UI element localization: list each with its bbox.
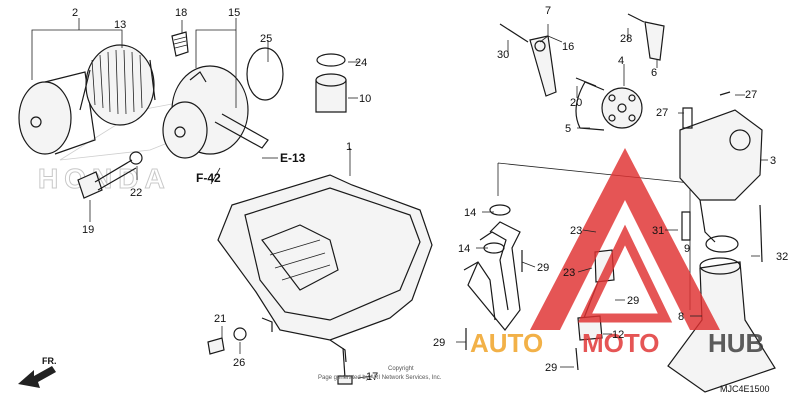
label-part-13: 13 — [114, 19, 126, 31]
label-part-6: 6 — [651, 67, 657, 79]
ref-f42: F-42 — [196, 171, 221, 185]
watermark-moto: MOTO — [582, 328, 660, 358]
watermark-hub: HUB — [708, 328, 764, 358]
label-part-25: 25 — [260, 33, 272, 45]
label-part-10: 10 — [359, 93, 371, 105]
drain-bolt-21 — [207, 327, 247, 355]
ref-e13: E-13 — [280, 151, 306, 165]
watermark-triangle-outer — [530, 148, 720, 330]
label-part-29-bottom: 29 — [545, 362, 557, 374]
bolt-19-and-washer-22 — [77, 151, 143, 199]
copyright-label: Copyright — [388, 366, 414, 372]
label-part-5: 5 — [565, 123, 571, 135]
bolt-17 — [337, 347, 353, 385]
bracket-6 — [627, 13, 665, 61]
watermark-triangle-inner — [577, 224, 673, 323]
watermark-auto: AUTO — [470, 328, 543, 358]
sprocket-and-chain — [575, 81, 643, 131]
label-part-1: 1 — [346, 141, 352, 153]
seal-9 — [705, 235, 739, 253]
label-part-22: 22 — [130, 187, 142, 199]
label-part-18: 18 — [175, 7, 187, 19]
label-part-29-mid: 29 — [627, 295, 639, 307]
label-part-23-top: 23 — [570, 225, 582, 237]
label-part-32: 32 — [776, 251, 788, 263]
bracket-16 — [499, 23, 557, 97]
label-part-9: 9 — [684, 243, 690, 255]
bolt-20 — [575, 77, 597, 87]
label-part-16: 16 — [562, 41, 574, 53]
label-part-3: 3 — [770, 155, 776, 167]
diagram-code: MJC4E1500 — [720, 384, 770, 394]
label-part-30: 30 — [497, 49, 509, 61]
label-part-27-top: 27 — [745, 89, 757, 101]
oil-strainer-pipes — [463, 204, 523, 350]
label-part-15: 15 — [228, 7, 240, 19]
label-part-31: 31 — [652, 225, 664, 237]
label-part-29-right: 29 — [537, 262, 549, 274]
label-part-14-mid: 14 — [458, 243, 470, 255]
label-part-28: 28 — [620, 33, 632, 45]
label-part-19: 19 — [82, 224, 94, 236]
leader-lines — [31, 18, 768, 379]
label-part-26: 26 — [233, 357, 245, 369]
oil-pump — [679, 91, 763, 243]
label-part-24: 24 — [355, 57, 367, 69]
label-part-21: 21 — [214, 313, 226, 325]
oil-cooler-assembly — [162, 31, 284, 159]
label-part-20: 20 — [570, 97, 582, 109]
label-part-8: 8 — [678, 311, 684, 323]
front-arrow-icon — [18, 366, 56, 388]
label-part-14-top: 14 — [464, 207, 476, 219]
label-part-17: 17 — [366, 371, 378, 383]
front-label: FR. — [42, 356, 57, 366]
label-part-29-left: 29 — [433, 337, 445, 349]
oil-pan — [217, 174, 433, 363]
front-direction-indicator: FR. — [18, 356, 57, 388]
label-part-7: 7 — [545, 5, 551, 17]
oil-filter-assembly — [18, 44, 156, 155]
automotohub-watermark: AUTO MOTO HUB — [470, 148, 764, 358]
part-10-and-seal-24 — [315, 53, 347, 113]
bolt-32 — [759, 204, 763, 263]
honda-outline-text: HONDA — [38, 163, 171, 194]
label-part-23-mid: 23 — [563, 267, 575, 279]
label-part-12: 12 — [612, 329, 624, 341]
label-part-2: 2 — [72, 7, 78, 19]
label-part-4: 4 — [618, 55, 624, 67]
copyright-line: Page generated by ARI Network Services, … — [318, 375, 442, 381]
label-part-27-mid: 27 — [656, 107, 668, 119]
